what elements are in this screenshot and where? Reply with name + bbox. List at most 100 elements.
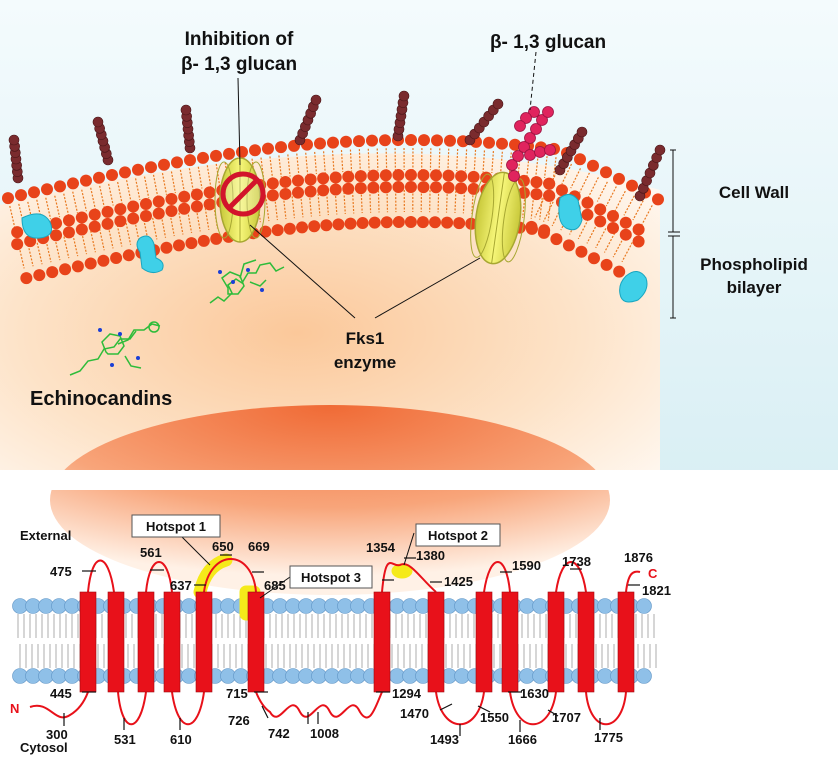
lipid-head bbox=[271, 224, 284, 237]
lipid-tail bbox=[169, 214, 175, 237]
lipid-head bbox=[574, 153, 586, 166]
lipid-tail bbox=[90, 187, 96, 210]
lipid-head bbox=[279, 175, 292, 188]
lipid-tail bbox=[152, 174, 159, 197]
lipid-head bbox=[165, 193, 178, 206]
residue-1707: 1707 bbox=[552, 710, 581, 725]
lipid-tail bbox=[641, 205, 653, 226]
lipid-tail bbox=[161, 173, 168, 195]
lipid-head bbox=[62, 226, 75, 239]
lipid-head bbox=[88, 220, 101, 233]
lipid-tail bbox=[160, 215, 167, 238]
residue-610: 610 bbox=[170, 732, 192, 747]
residue-300: 300 bbox=[46, 727, 68, 742]
lipid-head bbox=[332, 218, 345, 231]
lipid-tail bbox=[117, 181, 123, 204]
lipid-head bbox=[320, 219, 333, 232]
lipid-head bbox=[158, 158, 170, 171]
lipid-head bbox=[15, 189, 27, 202]
leader-lines bbox=[237, 51, 680, 319]
lipid-tail bbox=[334, 192, 338, 215]
tm-helix bbox=[79, 591, 97, 693]
lipid-head bbox=[279, 187, 292, 200]
lipid-tail bbox=[54, 238, 61, 261]
lipid-tail bbox=[81, 189, 88, 212]
lipid-tail bbox=[377, 190, 380, 213]
lipid-head bbox=[106, 169, 118, 182]
residue-650: 650 bbox=[212, 539, 234, 554]
lipid-head bbox=[50, 229, 63, 242]
tm-helix bbox=[617, 591, 635, 693]
lipid-tail bbox=[539, 197, 543, 220]
lipid-head bbox=[455, 170, 468, 183]
lipid-tail bbox=[340, 150, 344, 173]
lipid-head bbox=[249, 144, 261, 157]
inhibition-label-line2: β- 1,3 glucan bbox=[181, 54, 297, 75]
lipid-head bbox=[613, 172, 625, 185]
lipid-tail bbox=[367, 148, 370, 171]
lipid-tail bbox=[331, 150, 335, 173]
lipid-tail bbox=[586, 223, 598, 244]
c-terminus-label: C bbox=[648, 566, 658, 581]
glucan-bead bbox=[180, 104, 192, 116]
lipid-head bbox=[41, 183, 53, 196]
lipid-head bbox=[11, 226, 24, 239]
lipid-head bbox=[632, 223, 645, 236]
lipid-head bbox=[308, 220, 321, 233]
lipid-tail bbox=[552, 157, 557, 180]
lipid-head bbox=[418, 134, 430, 147]
residue-531: 531 bbox=[114, 732, 136, 747]
lipid-tail bbox=[543, 156, 548, 179]
glucan-bead bbox=[8, 134, 20, 146]
lipid-tail bbox=[579, 172, 590, 193]
tm-helix bbox=[107, 591, 125, 693]
lipid-head bbox=[275, 141, 287, 154]
echinocandins-label: Echinocandins bbox=[30, 388, 172, 410]
lipid-tail bbox=[45, 197, 52, 220]
lipid-head bbox=[62, 214, 75, 227]
lipid-head bbox=[132, 163, 144, 176]
lipid-head bbox=[139, 209, 152, 222]
lipid-head bbox=[632, 235, 645, 248]
lipid-tail bbox=[108, 183, 114, 206]
lipid-head bbox=[266, 177, 279, 190]
lipid-head bbox=[626, 179, 638, 192]
tm-helix bbox=[247, 591, 265, 693]
lipid-tail bbox=[351, 191, 355, 214]
lipid-head bbox=[114, 203, 127, 216]
lipid-tail bbox=[596, 181, 608, 202]
tm-helix bbox=[475, 591, 493, 693]
lipid-tail bbox=[36, 242, 43, 265]
lipid-head bbox=[613, 265, 626, 278]
lipid-head bbox=[342, 170, 355, 183]
lipid-tail bbox=[317, 193, 321, 216]
lipid-head bbox=[101, 205, 114, 218]
lipid-head bbox=[266, 189, 279, 202]
lipid-head bbox=[197, 234, 210, 247]
tm-helix bbox=[195, 591, 213, 693]
residue-1775: 1775 bbox=[594, 730, 623, 745]
lipid-tail bbox=[27, 244, 34, 267]
lipid-head bbox=[379, 181, 392, 194]
lipid-head bbox=[33, 269, 46, 282]
lipid-tail bbox=[612, 237, 625, 258]
lipid-tail bbox=[570, 168, 582, 189]
lipid-head bbox=[543, 177, 556, 190]
residue-1008: 1008 bbox=[310, 726, 339, 741]
residue-ticks bbox=[63, 554, 640, 736]
lipid-head bbox=[80, 174, 92, 187]
lipid-head bbox=[262, 142, 274, 155]
lipid-tail bbox=[471, 191, 474, 214]
hotspot2-label: Hotspot 2 bbox=[428, 528, 488, 543]
lipid-tail bbox=[360, 191, 363, 214]
lipid-head bbox=[67, 177, 79, 190]
lipid-head bbox=[283, 222, 296, 235]
glucan-bead bbox=[576, 126, 588, 138]
lipid-tail bbox=[300, 195, 304, 218]
lipid-tail bbox=[491, 151, 495, 174]
lipid-tail bbox=[9, 205, 16, 228]
tm-helix bbox=[427, 591, 445, 693]
lipid-head bbox=[20, 272, 33, 285]
lipid-tail bbox=[349, 149, 353, 172]
lipid-head bbox=[525, 220, 538, 233]
